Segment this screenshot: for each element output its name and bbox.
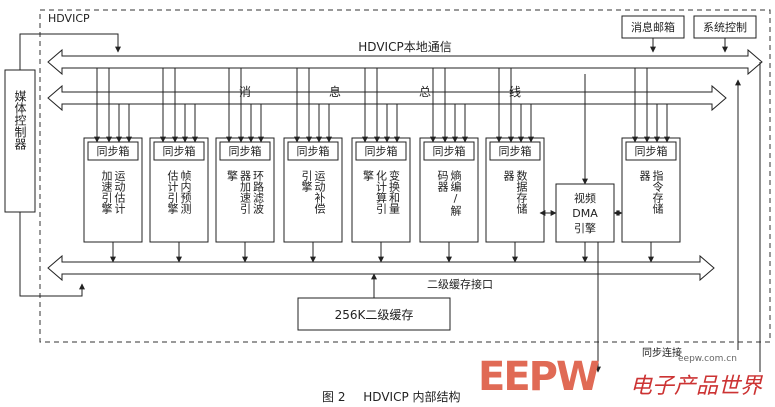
figure-number: 图 2 [322,390,346,404]
engine-label-codec-col2: 码器 [436,170,449,193]
sync-box-label-instr: 同步箱 [635,144,668,158]
sync-box-label-mc: 同步箱 [297,144,330,158]
engine-label-mem-col2: 器 [502,170,515,182]
figure-title: HDVICP 内部结构 [363,390,461,404]
engine-label-lf-col1: 环路滤波 [252,170,265,215]
watermark-cn: 电子产品世界 [630,374,763,399]
eepw-watermark: EEPW eepw.com.cn 电子产品世界 [478,350,775,407]
l2-interface-bus [47,254,715,282]
dma-line2: DMA [572,207,598,220]
sync-box-label-codec: 同步箱 [433,144,466,158]
figure-caption: 图 2 HDVICP 内部结构 [322,388,461,405]
sync-box-ip [153,141,205,161]
sync-box-label-mem: 同步箱 [499,144,532,158]
dma-line3: 引擎 [574,221,596,235]
engine-label-ip-col1: 帧内预测 [179,169,192,215]
engine-label-tq-col3: 擎 [362,169,375,181]
l2-cache-label: 256K二级缓存 [335,308,414,322]
msg-bus-char-3: 总 [419,85,431,99]
engine-label-lf-col2: 器加速引 [239,170,252,214]
sync-box-codec [423,141,475,161]
sync-box-label-ip: 同步箱 [163,144,196,158]
engine-label-mc-col1: 运动补偿 [313,170,326,215]
watermark-brand: EEPW [478,354,600,400]
engine-label-me-col1: 运动估计 [113,170,126,215]
watermark-url: eepw.com.cn [678,354,737,364]
mailbox-label: 消息邮箱 [631,20,675,34]
media-ctrl-to-comm-line [19,33,121,70]
l2-interface-label: 二级缓存接口 [427,277,493,291]
media-ctrl-to-l2-line [19,212,85,297]
engine-label-instr-col2: 器 [638,170,651,182]
msg-bus-char-1: 消 [239,85,251,99]
sync-box-tq [355,141,407,161]
msg-bus-char-4: 线 [509,85,521,99]
engine-label-instr-col1: 指令存储 [651,169,664,214]
engine-label-codec-col1: 熵编/解 [449,169,462,217]
local-comm-bus [47,48,763,76]
engine-columns: 同步箱运动估计加速引擎同步箱帧内预测估计引擎同步箱环路滤波器加速引擎同步箱运动补… [83,68,681,263]
engine-label-mc-col2: 引擎 [300,169,313,192]
sync-box-mc [287,141,339,161]
sync-link-label: 同步连接 [642,346,682,359]
engine-label-mem-col1: 数据存储 [515,170,528,214]
engine-label-me-col2: 加速引擎 [100,170,113,214]
media-controller-label: 媒体控制器 [13,90,27,151]
sync-box-label-tq: 同步箱 [365,144,398,158]
engine-label-lf-col3: 擎 [226,169,239,181]
message-bus [47,84,727,112]
l2-cache-box [297,297,451,331]
msg-bus-char-2: 息 [329,84,341,99]
sync-box-me [87,141,139,161]
sync-box-mem [489,141,541,161]
engine-label-tq-col2: 化计算引 [375,169,388,214]
sync-box-lf [219,141,271,161]
hdvicp-boundary [39,9,771,343]
hdvicp-label: HDVICP [48,12,90,25]
sync-box-instr [625,141,677,161]
sync-box-label-me: 同步箱 [97,144,130,158]
local-comm-label: HDVICP本地通信 [358,40,451,54]
sync-box-label-lf: 同步箱 [229,144,262,158]
engine-label-ip-col2: 估计引擎 [166,170,179,214]
engine-label-tq-col1: 变换和量 [388,169,401,214]
sys-ctrl-label: 系统控制 [703,20,747,34]
dma-line1: 视频 [574,191,596,205]
